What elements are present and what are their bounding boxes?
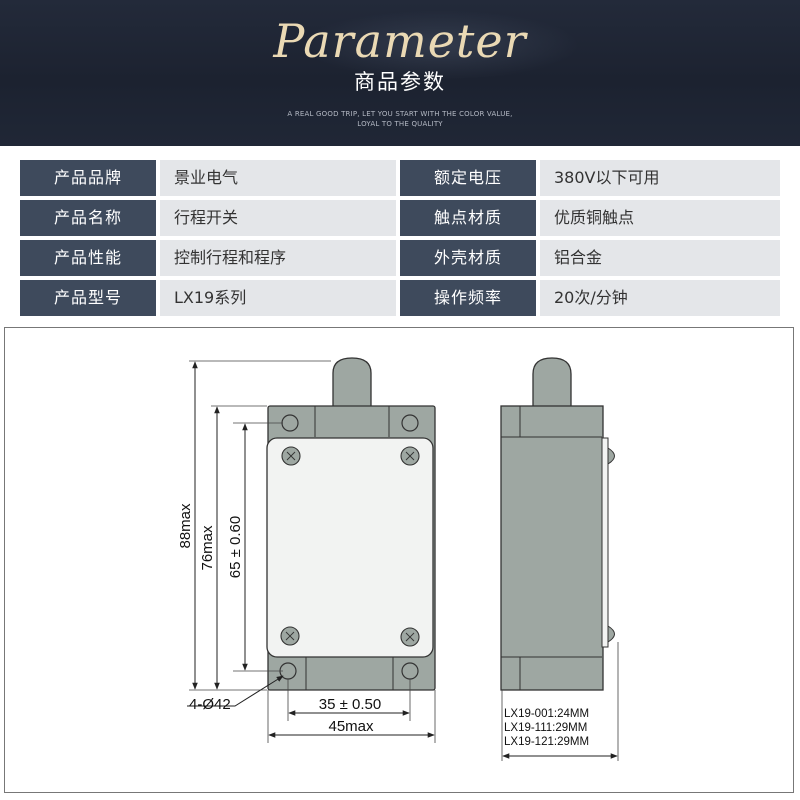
dim-88max: 88max (177, 503, 194, 549)
param-label: 外壳材质 (400, 240, 536, 276)
side-body (500, 405, 604, 691)
param-label: 额定电压 (400, 160, 536, 196)
param-value: 行程开关 (160, 200, 396, 236)
header-highlight (300, 10, 580, 80)
dim-hole: 4-Ø42 (189, 696, 231, 713)
cover-screw (280, 626, 300, 646)
param-value: 景业电气 (160, 160, 396, 196)
param-value: 20次/分钟 (540, 280, 780, 316)
drawing-frame: 88max 76max 65 ± 0.60 35 ± 0.50 45max 4-… (4, 327, 794, 793)
dim-35: 35 ± 0.50 (319, 696, 381, 713)
cover-screw (400, 627, 420, 647)
param-value: 铝合金 (540, 240, 780, 276)
param-label: 产品品牌 (20, 160, 156, 196)
plunger (532, 357, 572, 408)
cover-screw (400, 446, 420, 466)
extension-lines (189, 360, 436, 743)
dimension-drawing: 88max 76max 65 ± 0.60 35 ± 0.50 45max 4-… (177, 357, 619, 761)
title-chinese: 商品参数 (354, 70, 446, 94)
table-row: 产品性能 控制行程和程序 外壳材质 铝合金 (20, 240, 780, 276)
screw-head (607, 447, 615, 465)
model-dim-111: LX19-111:29MM (504, 722, 587, 734)
dim-76max: 76max (199, 525, 216, 571)
tagline-line-2: LOYAL TO THE QUALITY (357, 120, 443, 128)
mount-hole (401, 414, 419, 432)
table-row: 产品名称 行程开关 触点材质 优质铜触点 (20, 200, 780, 236)
param-value: 优质铜触点 (540, 200, 780, 236)
dim-65: 65 ± 0.60 (227, 516, 244, 578)
screw-head (607, 625, 615, 643)
table-row: 产品型号 LX19系列 操作频率 20次/分钟 (20, 280, 780, 316)
front-view (266, 357, 436, 691)
model-dim-121: LX19-121:29MM (504, 736, 589, 748)
param-label: 操作频率 (400, 280, 536, 316)
param-label: 产品性能 (20, 240, 156, 276)
side-extension-lines (501, 642, 619, 761)
header-banner: Parameter 商品参数 A REAL GOOD TRIP, LET YOU… (0, 0, 800, 146)
title-script: Parameter (273, 14, 527, 68)
dimension-lines (187, 361, 435, 738)
param-label: 产品名称 (20, 200, 156, 236)
dim-45max: 45max (328, 718, 374, 735)
plunger (332, 357, 372, 408)
cover-plate (266, 437, 434, 658)
param-value: 380V以下可用 (540, 160, 780, 196)
cover-edge (601, 437, 609, 648)
param-label: 产品型号 (20, 280, 156, 316)
param-value: LX19系列 (160, 280, 396, 316)
side-view (500, 357, 615, 691)
param-label: 触点材质 (400, 200, 536, 236)
table-row: 产品品牌 景业电气 额定电压 380V以下可用 (20, 160, 780, 196)
param-value: 控制行程和程序 (160, 240, 396, 276)
tagline-line-1: A REAL GOOD TRIP, LET YOU START WITH THE… (287, 110, 513, 118)
cover-screw (281, 446, 301, 466)
model-dim-001: LX19-001:24MM (504, 708, 589, 720)
